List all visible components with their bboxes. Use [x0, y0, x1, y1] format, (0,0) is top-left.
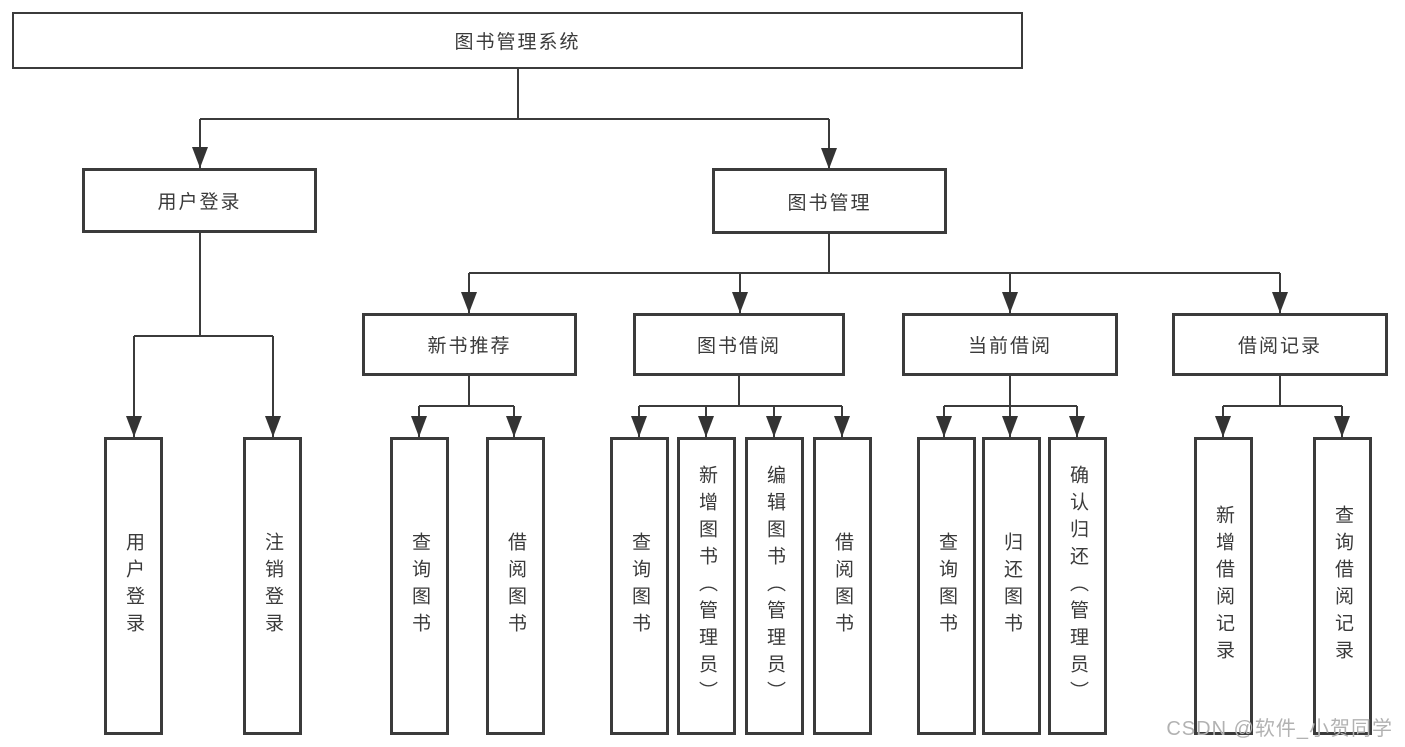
leaf-borrow-edit-book-admin: 编辑图书（管理员）: [745, 437, 804, 735]
leaf-current-confirm-return-admin-label: 确认归还（管理员）: [1067, 464, 1088, 708]
leaf-recommend-query-book: 查询图书: [390, 437, 449, 735]
node-book-management-label: 图书管理: [787, 192, 872, 214]
node-borrowing-records-label: 借阅记录: [1237, 336, 1322, 357]
leaf-current-confirm-return-admin: 确认归还（管理员）: [1048, 437, 1107, 735]
leaf-borrow-add-book-admin: 新增图书（管理员）: [677, 437, 736, 735]
arrowheads: [126, 147, 1350, 437]
node-book-management: 图书管理: [712, 168, 947, 234]
csdn-watermark: CSDN @软件_小贺同学: [1166, 718, 1393, 740]
node-user-login: 用户登录: [82, 168, 317, 233]
leaf-recommend-borrow-book-label: 借阅图书: [505, 532, 526, 640]
leaf-user-login-label: 用户登录: [123, 532, 144, 640]
leaf-borrow-edit-book-admin-label: 编辑图书（管理员）: [764, 464, 785, 708]
leaf-records-query-record-label: 查询借阅记录: [1332, 505, 1353, 667]
node-library-system: 图书管理系统: [12, 12, 1023, 69]
leaf-borrow-query-book: 查询图书: [610, 437, 669, 735]
node-book-borrowing: 图书借阅: [633, 313, 845, 376]
leaf-records-add-record-label: 新增借阅记录: [1213, 505, 1234, 667]
leaf-borrow-add-book-admin-label: 新增图书（管理员）: [696, 464, 717, 708]
leaf-records-add-record: 新增借阅记录: [1194, 437, 1253, 735]
leaf-logout-label: 注销登录: [262, 532, 283, 640]
leaf-borrow-query-book-label: 查询图书: [629, 532, 650, 640]
node-current-borrowing: 当前借阅: [902, 313, 1118, 376]
leaf-current-return-book-label: 归还图书: [1001, 532, 1022, 640]
leaf-current-return-book: 归还图书: [982, 437, 1041, 735]
leaf-logout: 注销登录: [243, 437, 302, 735]
node-library-system-label: 图书管理系统: [454, 32, 581, 53]
node-new-book-recommendation: 新书推荐: [362, 313, 577, 376]
leaf-current-query-book-label: 查询图书: [936, 532, 957, 640]
leaf-recommend-borrow-book: 借阅图书: [486, 437, 545, 735]
leaf-current-query-book: 查询图书: [917, 437, 976, 735]
node-book-borrowing-label: 图书借阅: [696, 336, 781, 357]
node-current-borrowing-label: 当前借阅: [967, 336, 1052, 357]
leaf-records-query-record: 查询借阅记录: [1313, 437, 1372, 735]
node-user-login-label: 用户登录: [157, 192, 242, 213]
leaf-borrow-borrow-book-label: 借阅图书: [832, 532, 853, 640]
leaf-recommend-query-book-label: 查询图书: [409, 532, 430, 640]
node-borrowing-records: 借阅记录: [1172, 313, 1388, 376]
leaf-borrow-borrow-book: 借阅图书: [813, 437, 872, 735]
leaf-user-login: 用户登录: [104, 437, 163, 735]
node-new-book-recommendation-label: 新书推荐: [427, 336, 512, 357]
